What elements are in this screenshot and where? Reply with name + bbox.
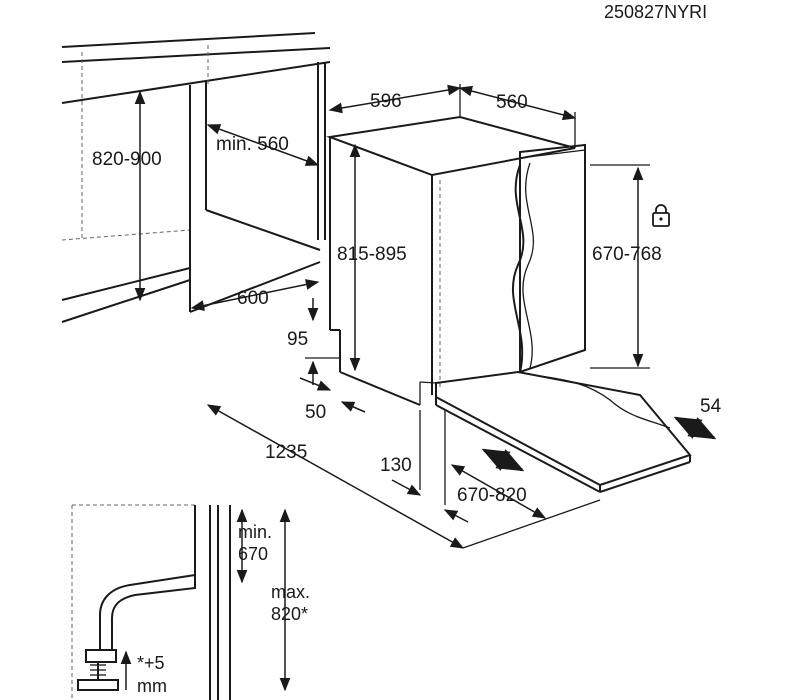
niche-min-width-label: min. 560: [216, 134, 289, 155]
plinth-depth-label: 50: [305, 402, 326, 423]
appliance-height-label: 815-895: [337, 244, 407, 265]
plinth-gap-label: 130: [380, 455, 412, 476]
leg-detail: [71, 504, 291, 700]
dimension-labels: 250827NYRI 820-900 min. 560 600 596 560 …: [92, 2, 722, 696]
door-panel-height-label: 670-768: [592, 244, 662, 265]
dishwasher-body: [326, 115, 692, 493]
plinth-height-label: 95: [287, 329, 308, 350]
detail-max-label: max.: [271, 582, 310, 602]
detail-adjust-unit: mm: [137, 676, 167, 696]
niche-depth-label: 600: [237, 288, 269, 309]
appliance-width-label: 596: [370, 91, 402, 112]
kitchen-niche: [61, 32, 331, 323]
door-panel-range-label: 670-820: [457, 485, 527, 506]
appliance-depth-label: 560: [496, 92, 528, 113]
detail-max-value: 820*: [271, 604, 308, 624]
detail-min-label: min.: [238, 522, 272, 542]
door-open-depth-label: 1235: [265, 442, 307, 463]
detail-min-value: 670: [238, 544, 268, 564]
dimension-lines: [134, 84, 717, 549]
niche-height-label: 820-900: [92, 149, 162, 170]
lock-icon: [652, 204, 670, 227]
drawing-code: 250827NYRI: [604, 2, 707, 22]
door-thickness-label: 54: [700, 396, 722, 417]
detail-adjust-value: *+5: [137, 653, 165, 673]
